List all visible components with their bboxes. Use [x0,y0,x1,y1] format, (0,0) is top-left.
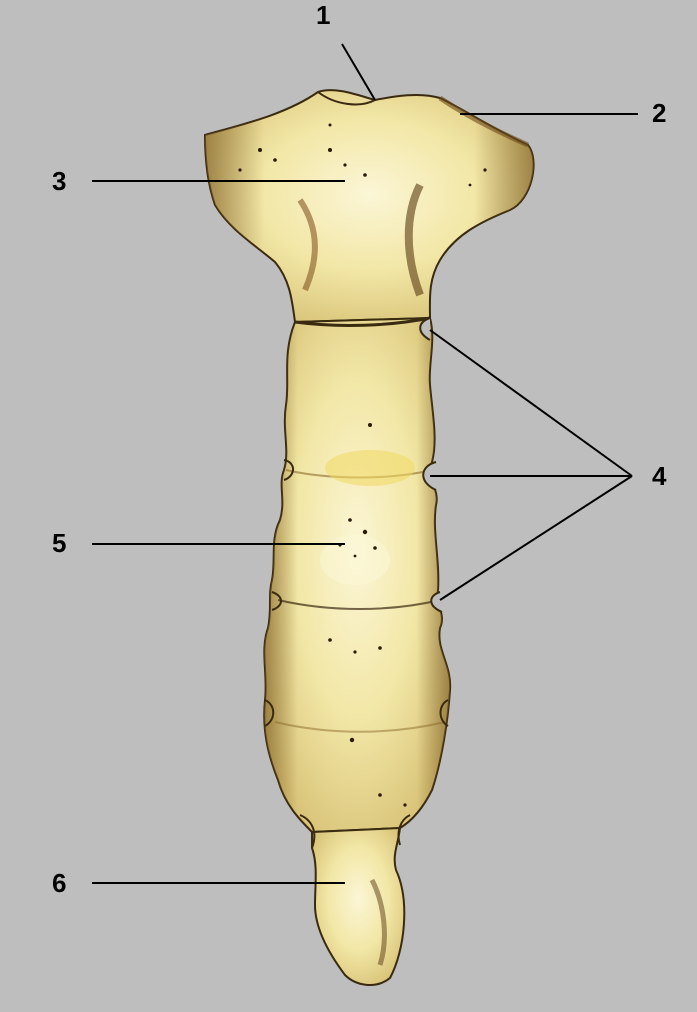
leader-line-4a [430,330,632,476]
label-5: 5 [52,530,66,556]
label-6: 6 [52,870,66,896]
highlight-band-1 [325,450,415,486]
label-2: 2 [652,100,666,126]
xiphoid-process [312,828,404,985]
label-3: 3 [52,168,66,194]
label-4: 4 [652,463,666,489]
highlight-band-2 [320,535,390,585]
leader-line-4c [440,476,632,600]
label-1: 1 [316,2,330,28]
